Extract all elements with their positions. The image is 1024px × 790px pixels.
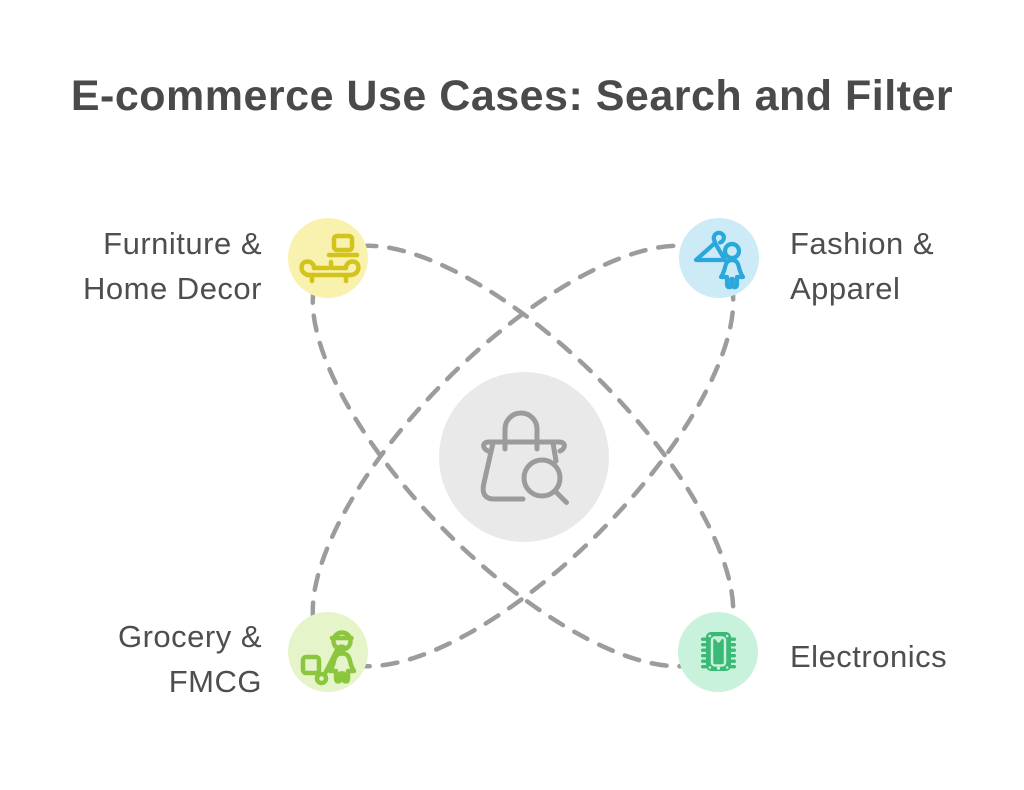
microchip-icon-details [708, 634, 729, 670]
center-hub [439, 372, 609, 542]
hanger-woman-icon [693, 230, 746, 290]
node-grocery [288, 612, 368, 692]
center-hub-circle [439, 372, 609, 542]
node-furniture-circle [288, 218, 368, 298]
delivery-person-trolley-icon [300, 630, 357, 686]
node-fashion [679, 218, 759, 298]
label-fashion-apparel: Fashion & Apparel [790, 226, 935, 306]
page-title: E-commerce Use Cases: Search and Filter [70, 72, 954, 120]
label-electronics: Electronics [790, 639, 948, 674]
shopping-bag-search-icon [480, 410, 569, 505]
node-furniture [288, 218, 368, 298]
label-grocery-fmcg: Grocery & FMCG [117, 619, 262, 699]
label-furniture-home-decor: Furniture & Home Decor [83, 226, 262, 306]
sofa-laptop-icon [299, 233, 361, 284]
node-electronics [678, 612, 758, 692]
